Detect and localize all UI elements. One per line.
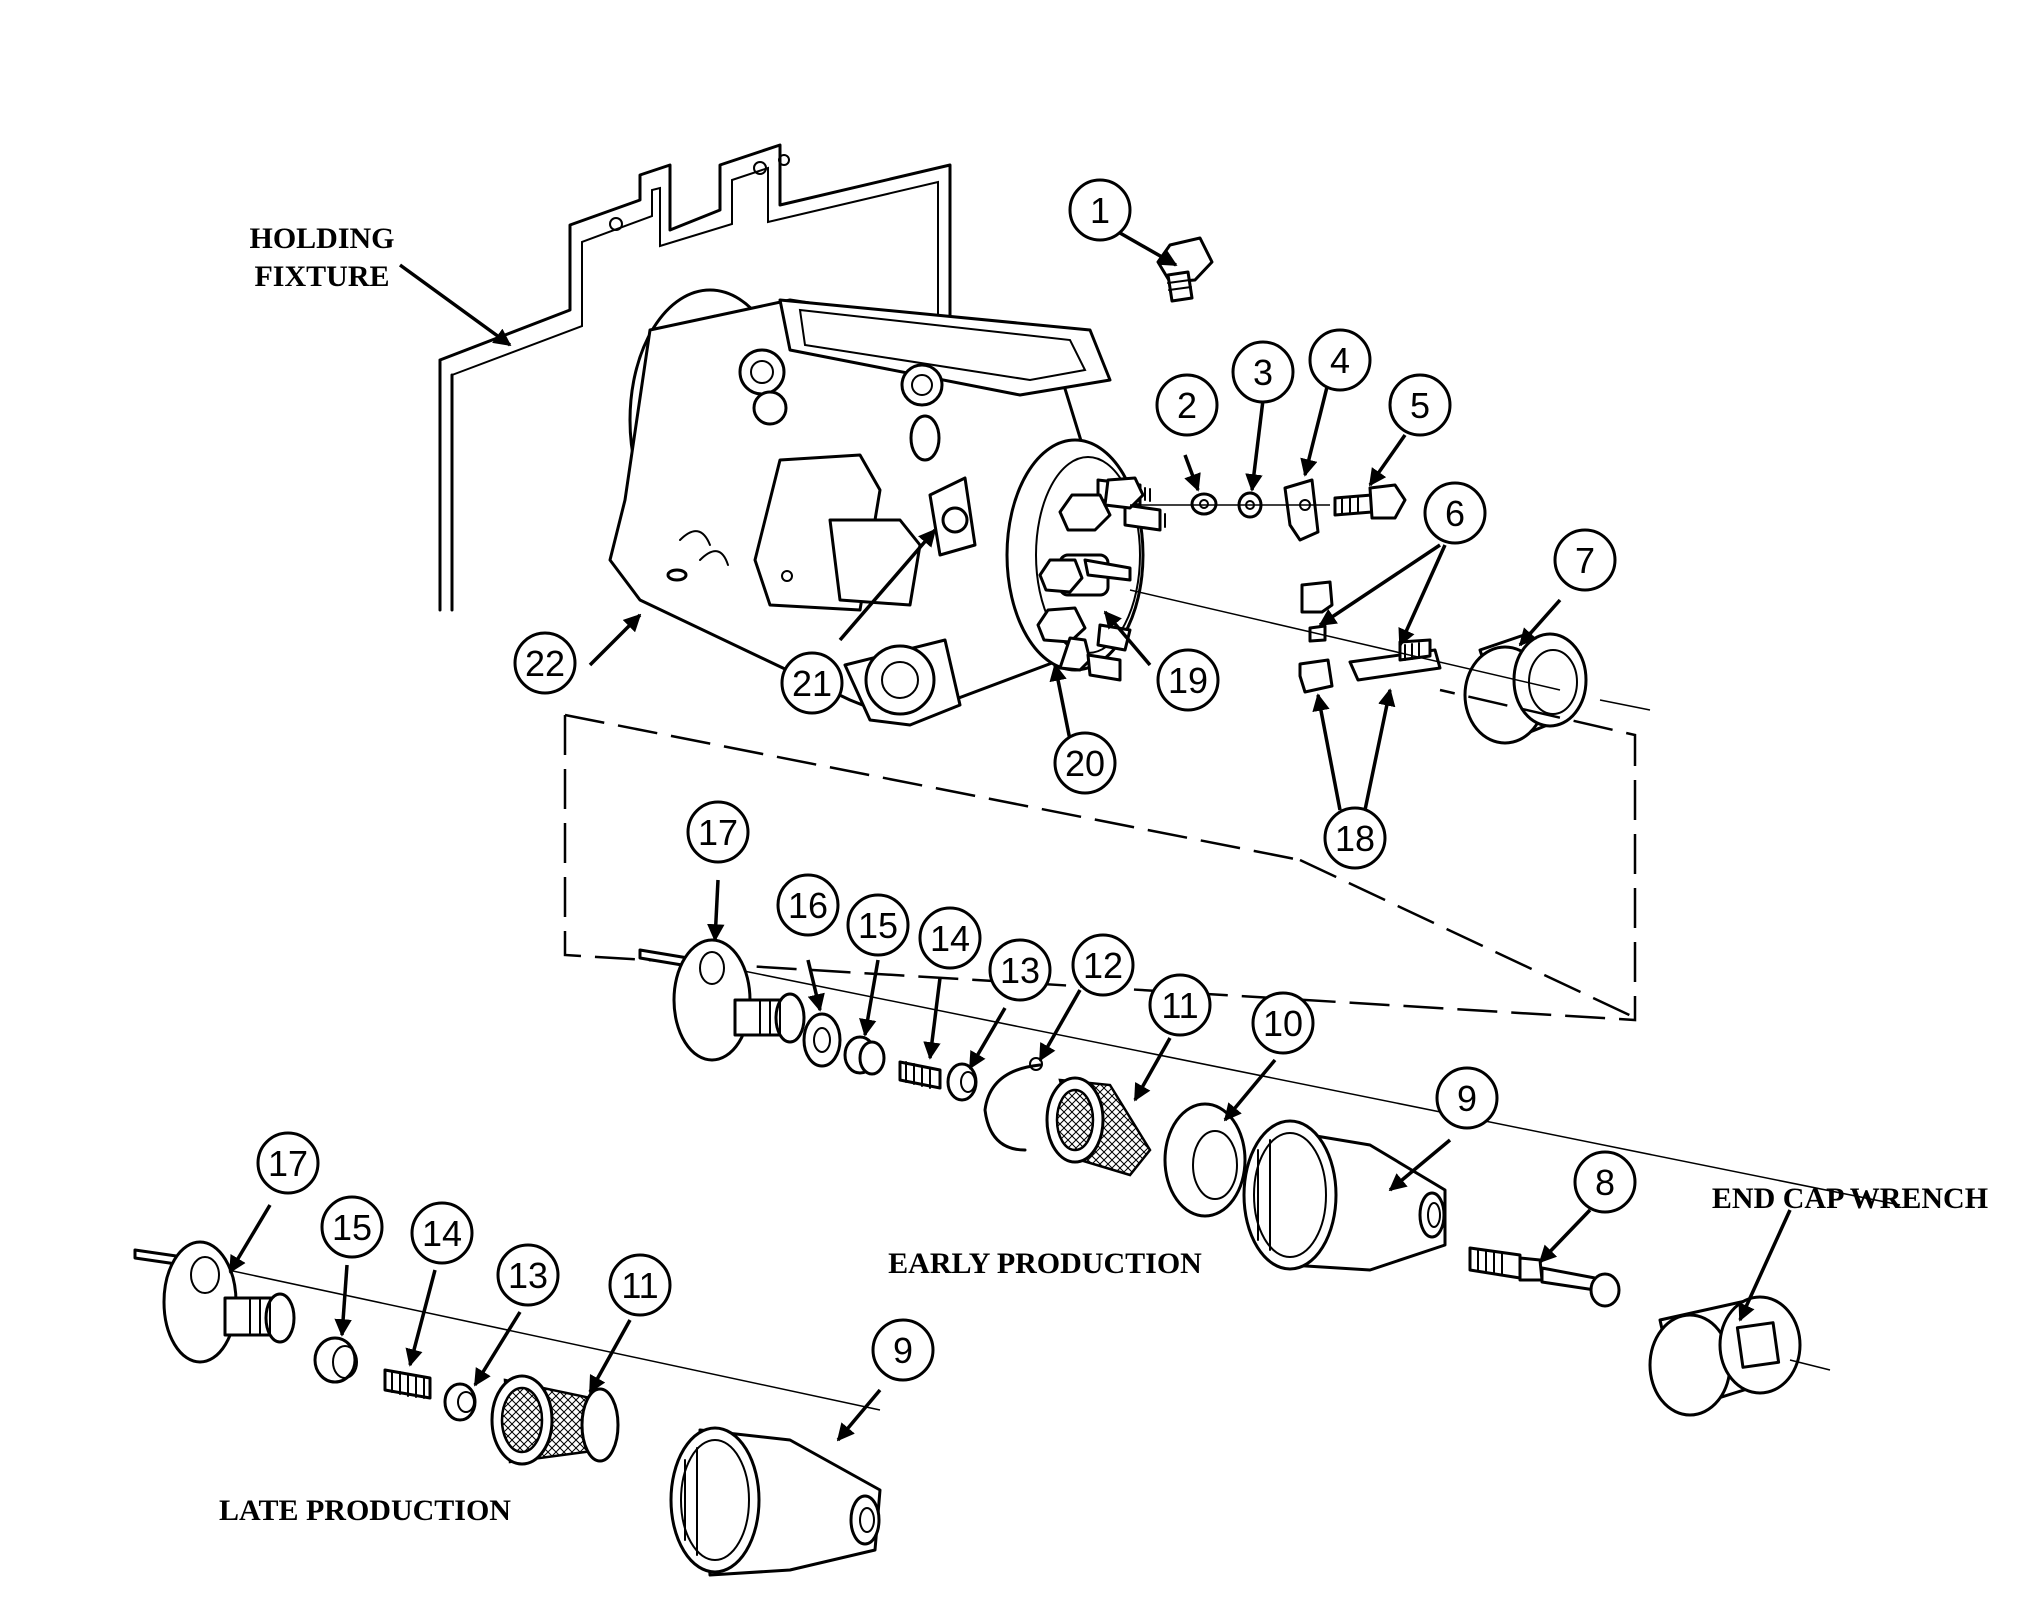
- svg-text:20: 20: [1065, 743, 1105, 784]
- holding-fixture-label-line2: FIXTURE: [254, 260, 389, 293]
- callout-13-late: 13: [496, 1243, 560, 1307]
- part-11-late-filter: [490, 1374, 620, 1466]
- svg-text:9: 9: [893, 1330, 913, 1371]
- callout-5: 5: [1388, 373, 1452, 437]
- callout-4: 4: [1308, 328, 1372, 392]
- callout-circles: 1 2 3 4 5 6 7 8 9 10 11 12 13 14 15 16 1…: [256, 178, 1637, 1382]
- svg-text:2: 2: [1177, 385, 1197, 426]
- early-production-label: EARLY PRODUCTION: [888, 1247, 1202, 1280]
- svg-text:7: 7: [1575, 540, 1595, 581]
- svg-text:13: 13: [508, 1255, 548, 1296]
- late-production-label: LATE PRODUCTION: [219, 1494, 511, 1527]
- svg-text:13: 13: [1000, 950, 1040, 991]
- part-14-late-spring: [383, 1368, 432, 1400]
- callout-11-early: 11: [1148, 973, 1212, 1037]
- part-6-governor-weights: [1298, 580, 1442, 694]
- part-15-early-plug: [843, 1035, 886, 1076]
- callout-19: 19: [1156, 648, 1220, 712]
- part-15-late-plug: [313, 1336, 358, 1384]
- svg-text:5: 5: [1410, 385, 1430, 426]
- part-5-screw: [1333, 483, 1407, 520]
- svg-text:11: 11: [1161, 985, 1198, 1026]
- part-17-early-drive-shaft: [638, 938, 806, 1062]
- part-11-early-filter: [1045, 1076, 1152, 1177]
- svg-text:14: 14: [930, 918, 970, 959]
- svg-text:4: 4: [1330, 340, 1350, 381]
- callout-14-early: 14: [918, 906, 982, 970]
- part-10-seal: [1163, 1102, 1247, 1218]
- callout-18: 18: [1323, 806, 1387, 870]
- part-12-snap-ring: [983, 1057, 1043, 1152]
- dashed-projection-line: [564, 713, 1641, 1022]
- svg-text:12: 12: [1083, 945, 1123, 986]
- callout-9-early: 9: [1435, 1066, 1499, 1130]
- part-13-late-retainer: [443, 1382, 477, 1422]
- svg-text:3: 3: [1253, 352, 1273, 393]
- part-17-late-drive-shaft: [133, 1240, 296, 1364]
- end-cap-wrench-label: END CAP WRENCH: [1712, 1182, 1988, 1215]
- svg-text:21: 21: [792, 663, 832, 704]
- callout-10: 10: [1251, 991, 1315, 1055]
- callout-3: 3: [1231, 340, 1295, 404]
- callout-7: 7: [1553, 528, 1617, 592]
- callout-15-early: 15: [846, 893, 910, 957]
- part-16-washer: [802, 1012, 842, 1068]
- svg-text:15: 15: [332, 1207, 372, 1248]
- part-2-nut: [1190, 492, 1218, 516]
- svg-text:8: 8: [1595, 1162, 1615, 1203]
- svg-text:15: 15: [858, 905, 898, 946]
- callout-22: 22: [513, 631, 577, 695]
- dashed-projection-frame: [563, 688, 1637, 1022]
- callout-21: 21: [780, 651, 844, 715]
- callout-17-late: 17: [256, 1131, 320, 1195]
- svg-text:6: 6: [1445, 493, 1465, 534]
- flange-studs: [1036, 476, 1166, 682]
- svg-text:16: 16: [788, 885, 828, 926]
- callout-13-early: 13: [988, 938, 1052, 1002]
- holding-fixture-label-line1: HOLDING: [249, 222, 394, 255]
- svg-text:17: 17: [268, 1143, 308, 1184]
- svg-text:11: 11: [621, 1265, 658, 1306]
- callout-1: 1: [1068, 178, 1132, 242]
- part-14-early-spring: [898, 1060, 942, 1090]
- callout-16: 16: [776, 873, 840, 937]
- svg-text:9: 9: [1457, 1078, 1477, 1119]
- holding-fixture: [438, 143, 952, 612]
- callout-20: 20: [1053, 731, 1117, 795]
- svg-text:17: 17: [698, 812, 738, 853]
- svg-text:10: 10: [1263, 1003, 1303, 1044]
- part-13-early-retainer: [946, 1062, 978, 1102]
- svg-text:19: 19: [1168, 660, 1208, 701]
- svg-text:18: 18: [1335, 818, 1375, 859]
- svg-text:14: 14: [422, 1213, 462, 1254]
- part-9-early-end-cap: [1242, 1119, 1447, 1272]
- injection-pump-body: [608, 288, 1166, 727]
- end-cap-wrench: [1648, 1295, 1802, 1417]
- svg-text:1: 1: [1090, 190, 1110, 231]
- callout-15-late: 15: [320, 1195, 384, 1259]
- callout-8: 8: [1573, 1150, 1637, 1214]
- callout-2: 2: [1155, 373, 1219, 437]
- callout-11-late: 11: [608, 1253, 672, 1317]
- part-7-sleeve: [1463, 631, 1588, 745]
- callout-9-late: 9: [871, 1318, 935, 1382]
- part-8-valve: [1468, 1246, 1621, 1308]
- leader-arrows: [228, 231, 1792, 1442]
- callout-14-late: 14: [410, 1201, 474, 1265]
- callout-17-early: 17: [686, 800, 750, 864]
- callout-12: 12: [1071, 933, 1135, 997]
- svg-text:22: 22: [525, 643, 565, 684]
- callout-6: 6: [1423, 481, 1487, 545]
- part-4-lock-tab: [1283, 478, 1320, 542]
- part-1-bolt: [1156, 236, 1214, 303]
- part-9-late-end-cap: [669, 1426, 882, 1577]
